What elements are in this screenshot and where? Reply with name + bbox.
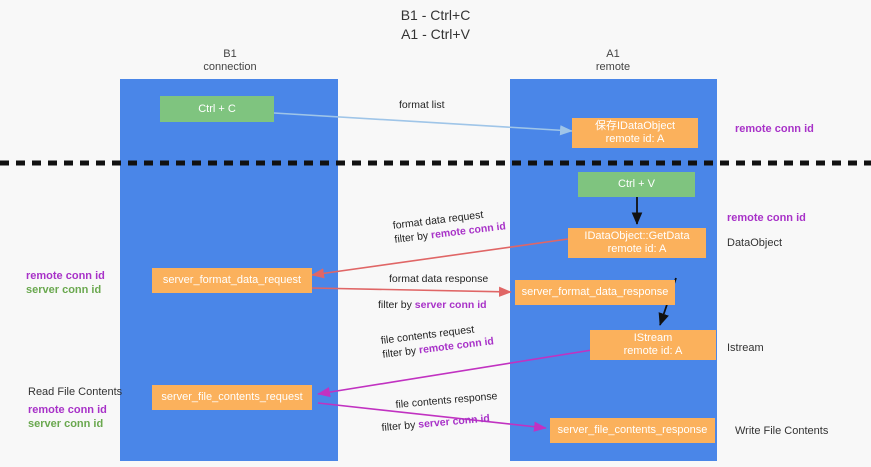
column-header-b1-sub: connection — [203, 61, 257, 73]
box-istream-line1: IStream — [633, 332, 673, 344]
box-server-format-data-response[interactable]: server_format_data_response — [515, 280, 675, 305]
annotation-right-remote-conn-id-mid: remote conn id — [727, 212, 806, 224]
box-server-format-data-request[interactable]: server_format_data_request — [152, 268, 312, 293]
annotation-right-write-file-contents: Write File Contents — [735, 425, 829, 437]
annotation-left-remote-conn-id-mid: remote conn id — [26, 270, 105, 282]
annotation-right-dataobject: DataObject — [727, 237, 783, 249]
arrow-format-list — [273, 112, 573, 136]
box-save-idataobject-line2: remote id: A — [605, 133, 665, 145]
annotation-left-server-conn-id-bot: server conn id — [28, 418, 104, 430]
arrow-format-data-request — [311, 238, 569, 279]
filter-prefix: filter by — [381, 418, 419, 434]
box-istream[interactable]: IStream remote id: A — [590, 330, 716, 360]
column-header-a1: A1 remote — [523, 48, 703, 74]
column-header-a1-sub: remote — [595, 61, 631, 73]
box-server-file-contents-request[interactable]: server_file_contents_request — [152, 385, 312, 410]
arrow-format-data-response — [311, 286, 512, 297]
annotation-right-istream: Istream — [727, 342, 764, 354]
column-header-b1-name: B1 — [223, 48, 237, 60]
box-ctrl-v[interactable]: Ctrl + V — [578, 172, 695, 197]
edge-label-format-data-response-title: format data response — [389, 273, 489, 285]
edge-label-format-data-response-filter: filter by server conn id — [378, 298, 487, 312]
box-istream-line2: remote id: A — [623, 345, 683, 357]
box-getdata-line2: remote id: A — [607, 243, 667, 255]
column-header-a1-name: A1 — [606, 48, 620, 60]
title-line-1: B1 - Ctrl+C — [400, 7, 471, 23]
edge-label-format-data-response: format data response — [389, 272, 488, 286]
box-ctrl-c[interactable]: Ctrl + C — [160, 96, 274, 122]
column-header-b1: B1 connection — [140, 48, 320, 74]
box-idataobject-getdata[interactable]: IDataObject::GetData remote id: A — [568, 228, 706, 258]
annotation-right-remote-conn-id-top: remote conn id — [735, 123, 814, 135]
title-line-2: A1 - Ctrl+V — [401, 26, 470, 42]
filter-prefix: filter by — [378, 299, 415, 311]
annotation-left-server-conn-id-mid: server conn id — [26, 284, 102, 296]
edge-label-format-list: format list — [399, 99, 445, 111]
arrow-file-contents-response — [317, 402, 547, 432]
arrow-file-contents-request — [317, 349, 593, 398]
annotation-left-remote-conn-id-bot: remote conn id — [28, 404, 107, 416]
box-server-file-contents-response[interactable]: server_file_contents_response — [550, 418, 715, 443]
annotation-left-read-file-contents: Read File Contents — [28, 386, 123, 398]
filter-key-server-conn-id: server conn id — [414, 299, 487, 311]
box-save-idataobject[interactable]: 保存IDataObject remote id: A — [572, 118, 698, 148]
box-save-idataobject-line1: 保存IDataObject — [594, 120, 676, 132]
page-title: B1 - Ctrl+C A1 - Ctrl+V — [0, 6, 871, 44]
box-getdata-line1: IDataObject::GetData — [584, 230, 690, 242]
